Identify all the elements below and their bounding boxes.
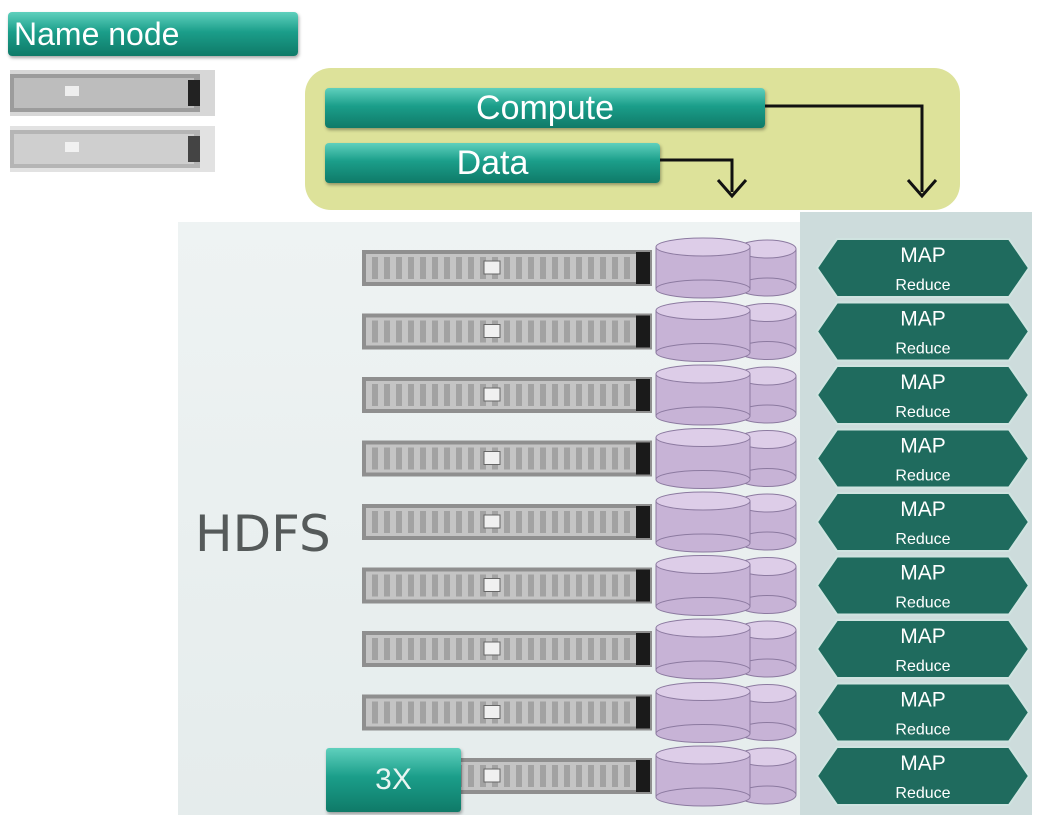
data-label: Data [325, 143, 660, 183]
data-node-server [362, 440, 652, 477]
compute-arrow [765, 104, 924, 192]
disk-stack [655, 682, 797, 743]
mapreduce-task: MAP Reduce [815, 746, 1031, 806]
mapreduce-task: MAP Reduce [815, 428, 1031, 489]
compute-arrow-head [906, 179, 938, 199]
data-arrow-head [716, 179, 748, 199]
compute-label: Compute [325, 88, 765, 128]
name-node-server-primary [10, 70, 215, 116]
reduce-label: Reduce [895, 468, 950, 485]
name-node-label: Name node [8, 12, 298, 56]
mapreduce-task: MAP Reduce [815, 492, 1031, 552]
data-node-row: MAP Reduce [362, 428, 1031, 489]
data-arrow [660, 158, 734, 192]
reduce-label: Reduce [895, 277, 950, 294]
replication-factor-badge: 3X [326, 748, 461, 812]
reduce-label: Reduce [895, 722, 950, 739]
mapreduce-task: MAP Reduce [815, 301, 1031, 362]
data-node-row: MAP Reduce [362, 301, 1031, 362]
disk-stack [655, 301, 797, 362]
data-node-row: MAP Reduce [362, 745, 1031, 807]
map-label: MAP [900, 498, 946, 521]
map-label: MAP [900, 371, 946, 394]
mapreduce-task: MAP Reduce [815, 365, 1031, 425]
disk-stack [655, 364, 797, 426]
map-label: MAP [900, 308, 946, 331]
map-label: MAP [900, 689, 946, 712]
mapreduce-task: MAP Reduce [815, 555, 1031, 616]
map-label: MAP [900, 752, 946, 775]
name-node-server-secondary [10, 126, 215, 172]
data-node-server [362, 377, 652, 413]
disk-stack [655, 237, 797, 299]
reduce-label: Reduce [895, 595, 950, 612]
disk-stack [655, 745, 797, 807]
reduce-label: Reduce [895, 341, 950, 358]
data-node-server [362, 694, 652, 731]
disk-stack [655, 491, 797, 553]
disk-stack [655, 618, 797, 680]
data-node-server [362, 250, 652, 286]
data-node-server [362, 313, 652, 350]
data-node-server [362, 567, 652, 604]
map-label: MAP [900, 625, 946, 648]
data-node-row: MAP Reduce [362, 618, 1031, 680]
map-label: MAP [900, 562, 946, 585]
data-node-server [362, 631, 652, 667]
reduce-label: Reduce [895, 531, 950, 548]
mapreduce-task: MAP Reduce [815, 238, 1031, 298]
disk-stack [655, 428, 797, 489]
data-node-row: MAP Reduce [362, 555, 1031, 616]
reduce-label: Reduce [895, 404, 950, 421]
data-node-row: MAP Reduce [362, 682, 1031, 743]
hdfs-label: HDFS [195, 505, 331, 563]
mapreduce-task: MAP Reduce [815, 619, 1031, 679]
mapreduce-task: MAP Reduce [815, 682, 1031, 743]
data-node-server [362, 504, 652, 540]
map-label: MAP [900, 244, 946, 267]
map-label: MAP [900, 435, 946, 458]
reduce-label: Reduce [895, 658, 950, 675]
disk-stack [655, 555, 797, 616]
data-node-row: MAP Reduce [362, 237, 1031, 299]
data-node-row: MAP Reduce [362, 364, 1031, 426]
reduce-label: Reduce [895, 785, 950, 802]
data-node-row: MAP Reduce [362, 491, 1031, 553]
flow-arrows [660, 104, 938, 199]
